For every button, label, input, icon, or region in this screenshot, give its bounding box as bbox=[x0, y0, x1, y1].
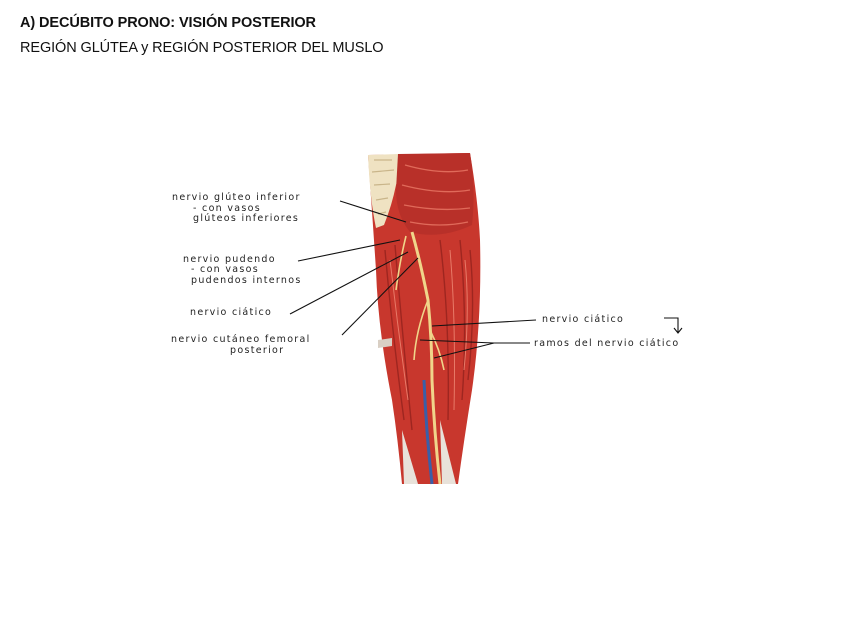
leader-lines bbox=[289, 200, 683, 359]
leader-pudendo bbox=[297, 239, 401, 262]
label-pudendo-line1: nervio pudendo bbox=[183, 254, 276, 265]
lateral-structure bbox=[378, 338, 392, 348]
label-cutaneo-line2: posterior bbox=[230, 345, 284, 356]
nerve-branches bbox=[395, 235, 445, 371]
page-title: A) DECÚBITO PRONO: VISIÓN POSTERIOR bbox=[20, 15, 316, 31]
ciatico-bracket bbox=[664, 317, 683, 334]
label-cutaneo-line1: nervio cutáneo femoral bbox=[171, 334, 311, 345]
leader-cutaneo bbox=[341, 257, 419, 336]
label-pudendo-line2: - con vasos bbox=[191, 264, 259, 275]
sacrum-detail bbox=[371, 159, 395, 215]
popliteal-vessel bbox=[422, 379, 434, 485]
knee-tendons bbox=[402, 420, 456, 484]
page-subtitle: REGIÓN GLÚTEA y REGIÓN POSTERIOR DEL MUS… bbox=[20, 40, 384, 56]
thigh-silhouette bbox=[368, 153, 481, 484]
sciatic-nerve bbox=[410, 231, 442, 485]
leader-ciatico-right bbox=[431, 319, 537, 327]
gluteal-muscles bbox=[396, 153, 474, 235]
sacrum-bone bbox=[368, 154, 400, 228]
thigh-illustration bbox=[368, 153, 481, 485]
label-ciatico-right: nervio ciático bbox=[542, 314, 624, 325]
leader-ciatico-left bbox=[289, 251, 409, 315]
gluteal-fibers bbox=[401, 164, 471, 226]
label-gluteo-line2: - con vasos bbox=[193, 203, 261, 214]
leader-gluteo bbox=[339, 200, 407, 223]
label-ramos: ramos del nervio ciático bbox=[534, 338, 679, 349]
label-pudendo-line3: pudendos internos bbox=[191, 275, 302, 286]
leader-ramos bbox=[419, 339, 530, 359]
label-ciatico-left: nervio ciático bbox=[190, 307, 272, 318]
label-gluteo-line1: nervio glúteo inferior bbox=[172, 192, 301, 203]
label-gluteo-line3: glúteos inferiores bbox=[193, 213, 299, 224]
